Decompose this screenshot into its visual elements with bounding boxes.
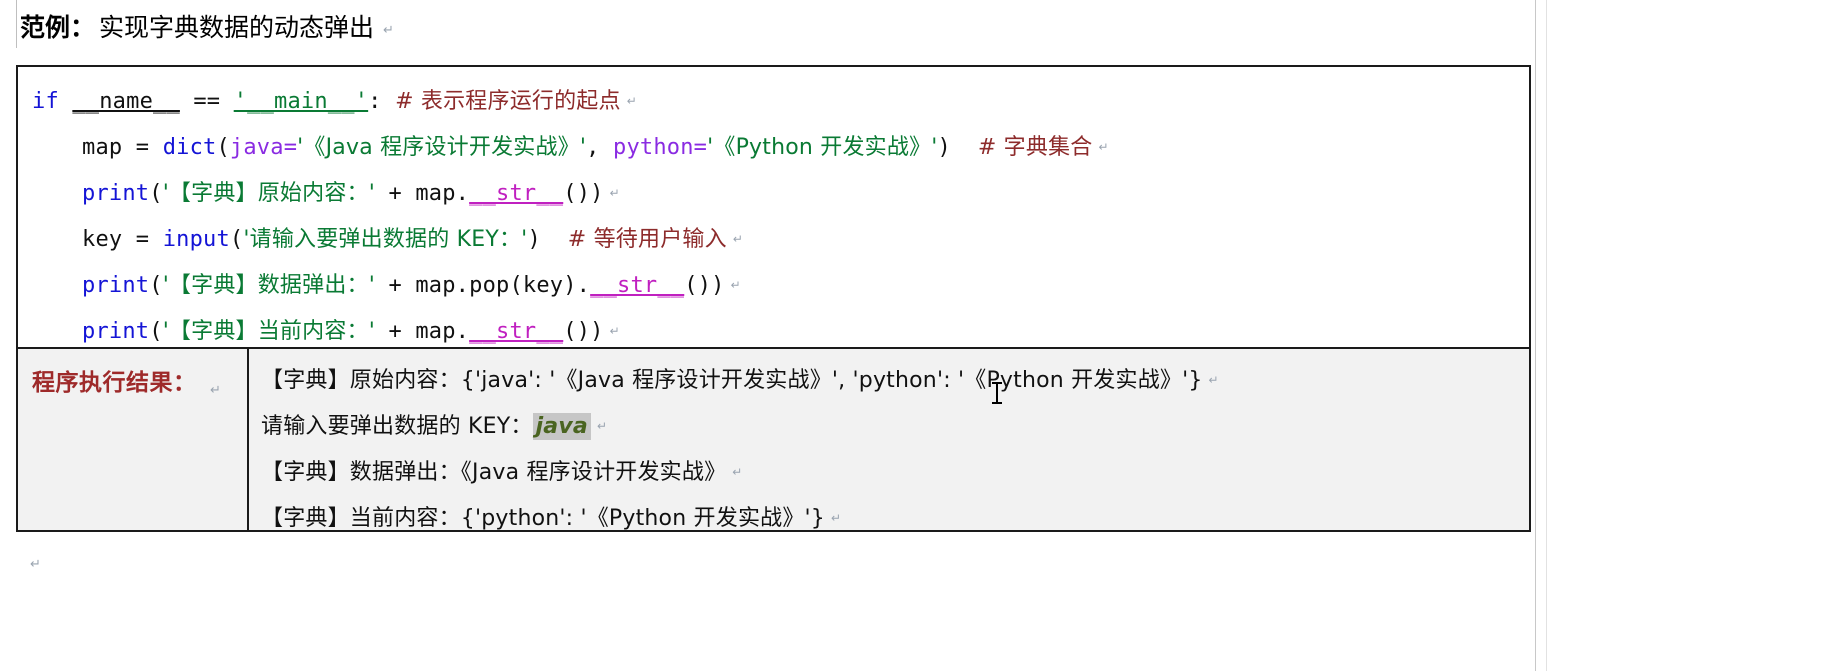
line-end-mark-icon: ↵ bbox=[730, 278, 741, 292]
code-line: print('【字典】当前内容：' + map.__str__())↵ bbox=[82, 319, 620, 344]
result-panel-output: 【字典】原始内容：{'java': '《Java 程序设计开发实战》', 'py… bbox=[249, 349, 1529, 531]
code-line: key = input('请输入要弹出数据的 KEY：') # 等待用户输入↵ bbox=[82, 227, 744, 252]
line-end-mark-icon: ↵ bbox=[1208, 373, 1219, 387]
code-block: if __name__ == '__main__': # 表示程序运行的起点↵ … bbox=[16, 65, 1531, 371]
code-token-variable: key bbox=[82, 227, 123, 252]
code-listing: if __name__ == '__main__': # 表示程序运行的起点↵ … bbox=[18, 67, 1529, 369]
code-token-kwarg: python= bbox=[613, 135, 708, 160]
code-token-string: '【字典】原始内容：' bbox=[162, 181, 375, 206]
code-token-variable: map.pop(key). bbox=[415, 273, 591, 298]
output-line-input-prompt: 请输入要弹出数据的 KEY：java ↵ bbox=[261, 404, 1529, 450]
line-end-mark-icon: ↵ bbox=[626, 94, 637, 108]
paragraph-mark-icon: ↵ bbox=[209, 382, 221, 397]
code-token-variable: map bbox=[82, 135, 123, 160]
code-token-function: print bbox=[82, 181, 150, 206]
line-end-mark-icon: ↵ bbox=[1098, 140, 1109, 154]
code-token-dunder: __str__ bbox=[469, 181, 564, 206]
code-token-colon: : bbox=[368, 89, 382, 114]
page-right-edge-rule bbox=[1535, 0, 1536, 671]
page-title: 范例： 实现字典数据的动态弹出 ↵ bbox=[20, 4, 394, 48]
input-entered-value: java bbox=[532, 413, 591, 440]
output-line: 【字典】当前内容：{'python': '《Python 开发实战》'} ↵ bbox=[261, 496, 1529, 542]
code-token-string: '《Python 开发实战》' bbox=[707, 135, 938, 160]
code-token-function: dict bbox=[162, 135, 217, 160]
code-line: map = dict(java='《Java 程序设计开发实战》', pytho… bbox=[82, 135, 1109, 160]
line-end-mark-icon: ↵ bbox=[609, 186, 620, 200]
code-token-operator: + bbox=[388, 319, 402, 344]
code-token-string: '【字典】数据弹出：' bbox=[162, 273, 375, 298]
code-token-string: '【字典】当前内容：' bbox=[162, 319, 375, 344]
code-token-variable: map. bbox=[415, 319, 470, 344]
page-title-text: 实现字典数据的动态弹出 bbox=[99, 14, 375, 42]
code-token-string: '《Java 程序设计开发实战》' bbox=[297, 135, 587, 160]
code-token-string: '__main__' bbox=[233, 89, 369, 114]
code-token-string: '请输入要弹出数据的 KEY：' bbox=[243, 227, 528, 252]
line-end-mark-icon: ↵ bbox=[609, 324, 620, 338]
paragraph-mark-icon: ↵ bbox=[30, 556, 41, 571]
line-end-mark-icon: ↵ bbox=[596, 419, 608, 433]
text-cursor-icon bbox=[992, 382, 1002, 404]
code-token-operator: == bbox=[193, 89, 221, 114]
code-token-variable: map. bbox=[415, 181, 470, 206]
code-line: if __name__ == '__main__': # 表示程序运行的起点 ↵ bbox=[18, 79, 1529, 125]
line-end-mark-icon: ↵ bbox=[732, 465, 743, 479]
code-token-function: print bbox=[82, 319, 150, 344]
code-token-call: () bbox=[563, 319, 591, 344]
line-end-mark-icon: ↵ bbox=[831, 511, 842, 525]
input-prompt-text: 请输入要弹出数据的 KEY： bbox=[261, 414, 533, 439]
code-token-call: () bbox=[684, 273, 712, 298]
code-token-comment: # 表示程序运行的起点 bbox=[395, 89, 621, 114]
output-line-text: 【字典】数据弹出：《Java 程序设计开发实战》 bbox=[261, 460, 727, 485]
output-line: 【字典】原始内容：{'java': '《Java 程序设计开发实战》', 'py… bbox=[261, 358, 1529, 404]
result-panel: 程序执行结果： ↵ 【字典】原始内容：{'java': '《Java 程序设计开… bbox=[16, 347, 1531, 532]
left-margin-guide bbox=[16, 0, 17, 48]
code-token-comment: # 字典集合 bbox=[977, 135, 1093, 160]
code-token-operator: + bbox=[388, 181, 402, 206]
line-end-mark-icon: ↵ bbox=[732, 232, 744, 246]
code-token-kwarg: java= bbox=[229, 135, 298, 160]
result-panel-label: 程序执行结果： bbox=[32, 370, 197, 396]
code-token-function: input bbox=[162, 227, 230, 252]
result-panel-label-cell: 程序执行结果： ↵ bbox=[18, 349, 249, 530]
code-token-dunder: __str__ bbox=[469, 319, 564, 344]
paragraph-mark-icon: ↵ bbox=[383, 22, 394, 37]
code-token-comment: # 等待用户输入 bbox=[567, 227, 727, 252]
code-token-call: () bbox=[563, 181, 591, 206]
code-token-function: print bbox=[82, 273, 150, 298]
output-line-text: 【字典】原始内容：{'java': '《Java 程序设计开发实战》', 'py… bbox=[261, 368, 1203, 393]
page-title-label: 范例： bbox=[20, 14, 96, 42]
code-token-operator: + bbox=[388, 273, 402, 298]
code-token-keyword: if bbox=[32, 89, 59, 114]
code-token-name-dunder: __name__ bbox=[72, 89, 180, 114]
output-line-text: 【字典】当前内容：{'python': '《Python 开发实战》'} bbox=[261, 506, 826, 531]
code-token-dunder: __str__ bbox=[590, 273, 685, 298]
page-right-edge-rule-secondary bbox=[1546, 0, 1547, 671]
code-line: print('【字典】原始内容：' + map.__str__())↵ bbox=[82, 181, 620, 206]
output-line: 【字典】数据弹出：《Java 程序设计开发实战》 ↵ bbox=[261, 450, 1529, 496]
code-line: print('【字典】数据弹出：' + map.pop(key).__str__… bbox=[82, 273, 741, 298]
